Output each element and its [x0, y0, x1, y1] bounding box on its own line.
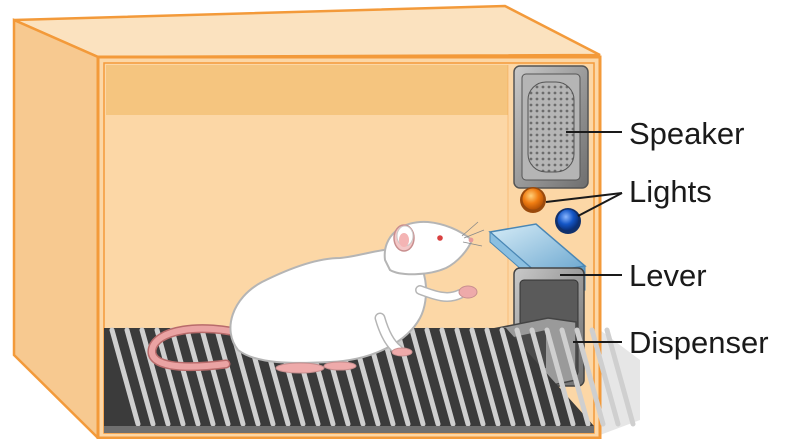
speaker-icon [514, 66, 588, 188]
box-top [14, 6, 600, 57]
lever-label: Lever [629, 260, 707, 291]
speaker-label: Speaker [629, 118, 744, 149]
lights-label: Lights [629, 176, 712, 207]
dispenser-label: Dispenser [629, 327, 769, 358]
light-icon [520, 187, 546, 213]
box-left-side [14, 20, 98, 438]
light-icon [555, 208, 581, 234]
